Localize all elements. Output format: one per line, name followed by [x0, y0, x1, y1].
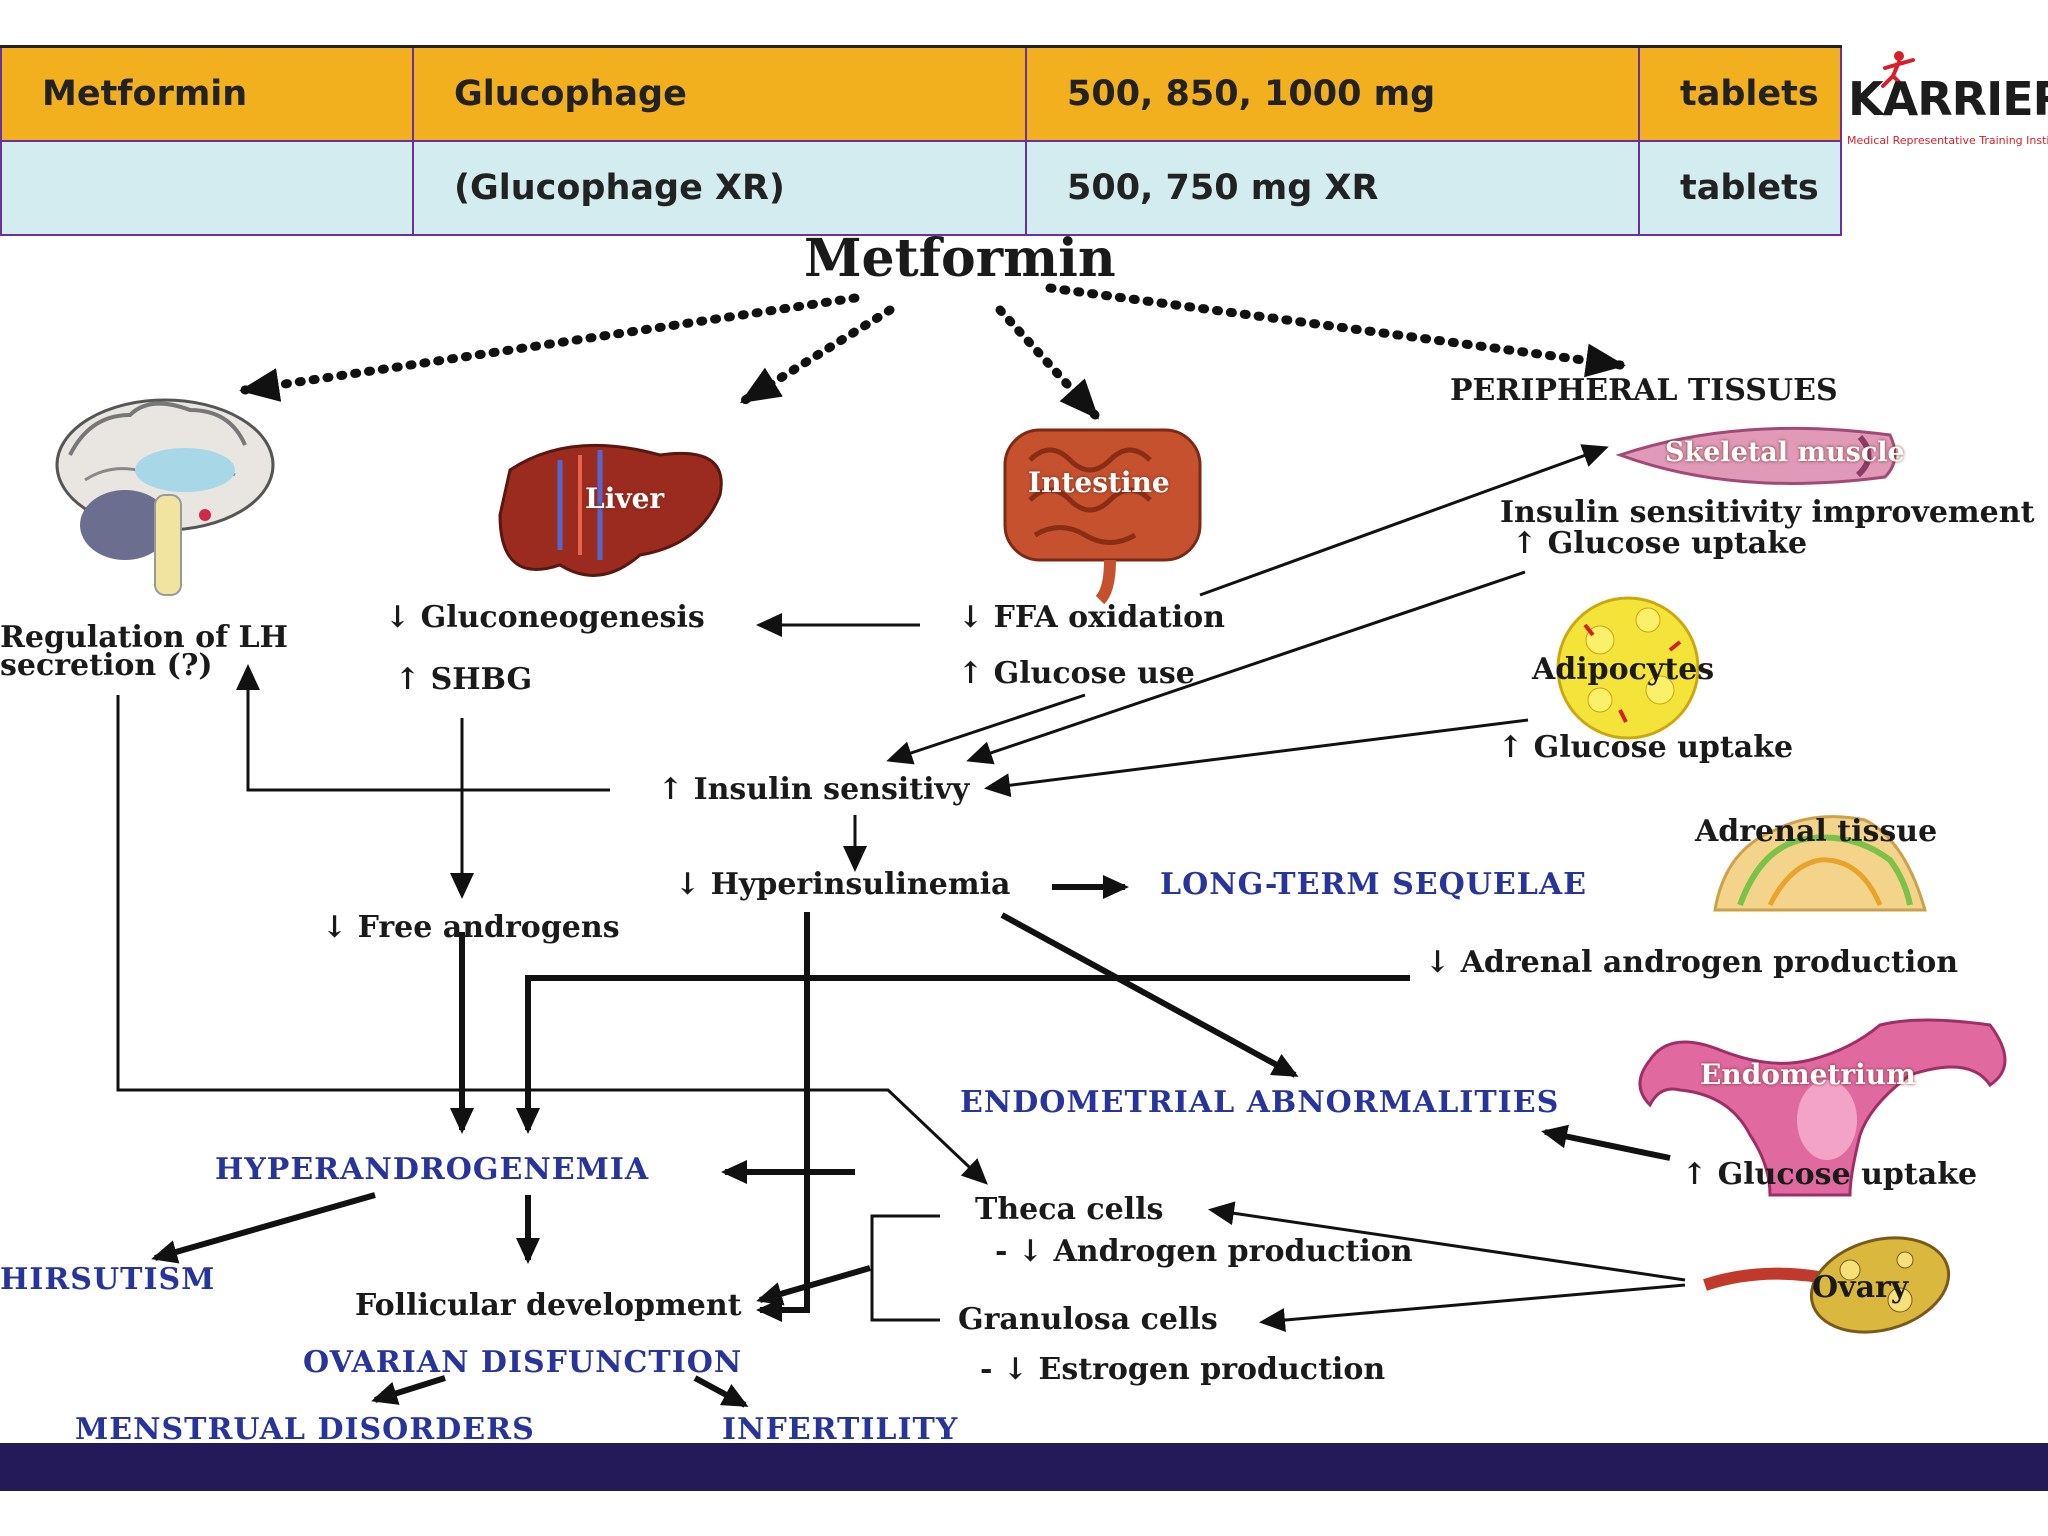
- ovary-icon: [1703, 1236, 1951, 1334]
- karrier-logo: KARRIER Medical Representative Training …: [1843, 50, 2048, 165]
- free-androgens-label: ↓ Free androgens: [322, 910, 620, 945]
- thin-arrows: [116, 444, 1686, 1333]
- adipocytes-label: Adipocytes: [1532, 652, 1715, 687]
- table-row: (Glucophage XR) 500, 750 mg XR tablets: [0, 140, 1842, 236]
- thick-arrows: [151, 875, 1671, 1408]
- theca-cells-label: Theca cells: [975, 1192, 1164, 1227]
- adrenal-tissue-label: Adrenal tissue: [1695, 814, 1938, 849]
- hyperinsulinemia-label: ↓ Hyperinsulinemia: [675, 867, 1011, 902]
- endometrium-glucose-label: ↑ Glucose uptake: [1682, 1157, 1978, 1192]
- skeletal-muscle-icon: [1615, 426, 1897, 485]
- drug-table: Metformin Glucophage 500, 850, 1000 mg t…: [0, 45, 1842, 236]
- ovary-label: Ovary: [1812, 1270, 1909, 1305]
- granulosa-cells-label: Granulosa cells: [958, 1302, 1218, 1337]
- insulin-sensitivity-label: ↑ Insulin sensitivy: [658, 772, 970, 807]
- ffa-oxidation-label: ↓ FFA oxidation: [958, 600, 1225, 635]
- table-cell-dose: 500, 750 mg XR: [1025, 140, 1640, 236]
- follicular-development-label: Follicular development: [355, 1288, 742, 1323]
- theca-androgen-label: - ↓ Androgen production: [995, 1234, 1413, 1269]
- diagram-title: Metformin: [804, 228, 1116, 289]
- table-cell-form: tablets: [1638, 140, 1842, 236]
- liver-label: Liver: [585, 482, 665, 515]
- adipocytes-icon: [1556, 596, 1700, 740]
- endometrial-abnormalities-label: ENDOMETRIAL ABNORMALITIES: [960, 1085, 1560, 1120]
- shbg-label: ↑ SHBG: [395, 662, 533, 697]
- runner-icon: [1881, 51, 1915, 88]
- granulosa-estrogen-label: - ↓ Estrogen production: [980, 1352, 1386, 1387]
- muscle-glucose-label: ↑ Glucose uptake: [1512, 526, 1808, 561]
- lh-regulation-label: Regulation of LH: [0, 620, 288, 655]
- table-cell-brand: (Glucophage XR): [412, 140, 1027, 236]
- muscle-insulin-label: Insulin sensitivity improvement: [1500, 495, 2035, 530]
- ovarian-disfunction-label: OVARIAN DISFUNCTION: [303, 1345, 743, 1380]
- adrenal-tissue-icon: [1713, 815, 1927, 912]
- endometrium-label: Endometrium: [1700, 1058, 1916, 1091]
- liver-icon: [498, 443, 723, 577]
- infertility-label: INFERTILITY: [722, 1412, 959, 1447]
- hyperandrogenemia-label: HYPERANDROGENEMIA: [215, 1152, 650, 1187]
- skeletal-muscle-label: Skeletal muscle: [1665, 437, 1905, 468]
- peripheral-tissues-label: PERIPHERAL TISSUES: [1450, 373, 1838, 408]
- logo-tagline: Medical Representative Training Institut…: [1847, 134, 2048, 147]
- table-cell-brand: Glucophage: [412, 45, 1027, 142]
- table-row: Metformin Glucophage 500, 850, 1000 mg t…: [0, 45, 1842, 142]
- lh-secretion-label: secretion (?): [0, 648, 213, 683]
- glucose-use-label: ↑ Glucose use: [958, 656, 1195, 691]
- footer-bar: [0, 1443, 2048, 1491]
- table-cell-dose: 500, 850, 1000 mg: [1025, 45, 1640, 142]
- table-cell-generic: Metformin: [0, 45, 414, 142]
- menstrual-disorders-label: MENSTRUAL DISORDERS: [75, 1412, 535, 1447]
- intestine-icon: [1003, 428, 1202, 605]
- adipocyte-glucose-label: ↑ Glucose uptake: [1498, 730, 1794, 765]
- long-term-sequelae-label: LONG-TERM SEQUELAE: [1160, 867, 1588, 902]
- intestine-label: Intestine: [1028, 466, 1170, 499]
- logo-wordmark: KARRIER: [1848, 72, 2048, 126]
- hirsutism-label: HIRSUTISM: [0, 1262, 216, 1297]
- table-cell-generic: [0, 140, 414, 236]
- uterus-icon: [1638, 1018, 2007, 1197]
- brain-icon: [55, 398, 275, 596]
- metformin-arrows: [239, 283, 1626, 420]
- gluconeogenesis-label: ↓ Gluconeogenesis: [385, 600, 705, 635]
- table-cell-form: tablets: [1638, 45, 1842, 142]
- adrenal-androgen-label: ↓ Adrenal androgen production: [1425, 945, 1959, 980]
